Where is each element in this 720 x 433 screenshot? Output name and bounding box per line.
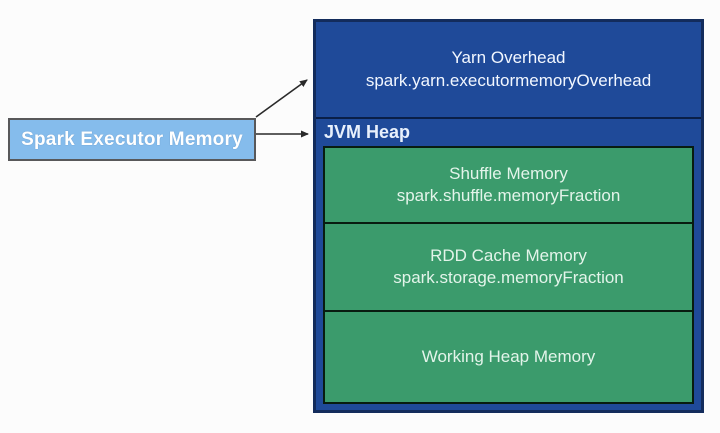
jvm-heap-label: JVM Heap	[324, 122, 411, 142]
working-heap-memory-title: Working Heap Memory	[421, 346, 596, 366]
yarn-overhead-title: Yarn Overhead	[451, 48, 566, 68]
arrow-to-yarn-overhead-icon	[255, 79, 308, 118]
yarn-overhead-config: spark.yarn.executormemoryOverhead	[365, 70, 652, 90]
shuffle-memory-box: Shuffle Memory spark.shuffle.memoryFract…	[323, 146, 694, 224]
shuffle-memory-title: Shuffle Memory	[449, 163, 568, 183]
yarn-overhead-box: Yarn Overhead spark.yarn.executormemoryO…	[316, 22, 701, 119]
jvm-heap-sections: Shuffle Memory spark.shuffle.memoryFract…	[323, 146, 694, 404]
executor-memory-container: Yarn Overhead spark.yarn.executormemoryO…	[313, 19, 704, 413]
rdd-cache-memory-box: RDD Cache Memory spark.storage.memoryFra…	[323, 222, 694, 312]
spark-executor-memory-label: Spark Executor Memory	[21, 128, 243, 150]
rdd-cache-memory-config: spark.storage.memoryFraction	[393, 268, 624, 287]
jvm-heap-header: JVM Heap	[316, 119, 701, 146]
spark-executor-memory-box: Spark Executor Memory	[8, 118, 256, 161]
rdd-cache-memory-title: RDD Cache Memory	[430, 245, 587, 265]
working-heap-memory-box: Working Heap Memory	[323, 310, 694, 404]
shuffle-memory-config: spark.shuffle.memoryFraction	[396, 186, 621, 205]
